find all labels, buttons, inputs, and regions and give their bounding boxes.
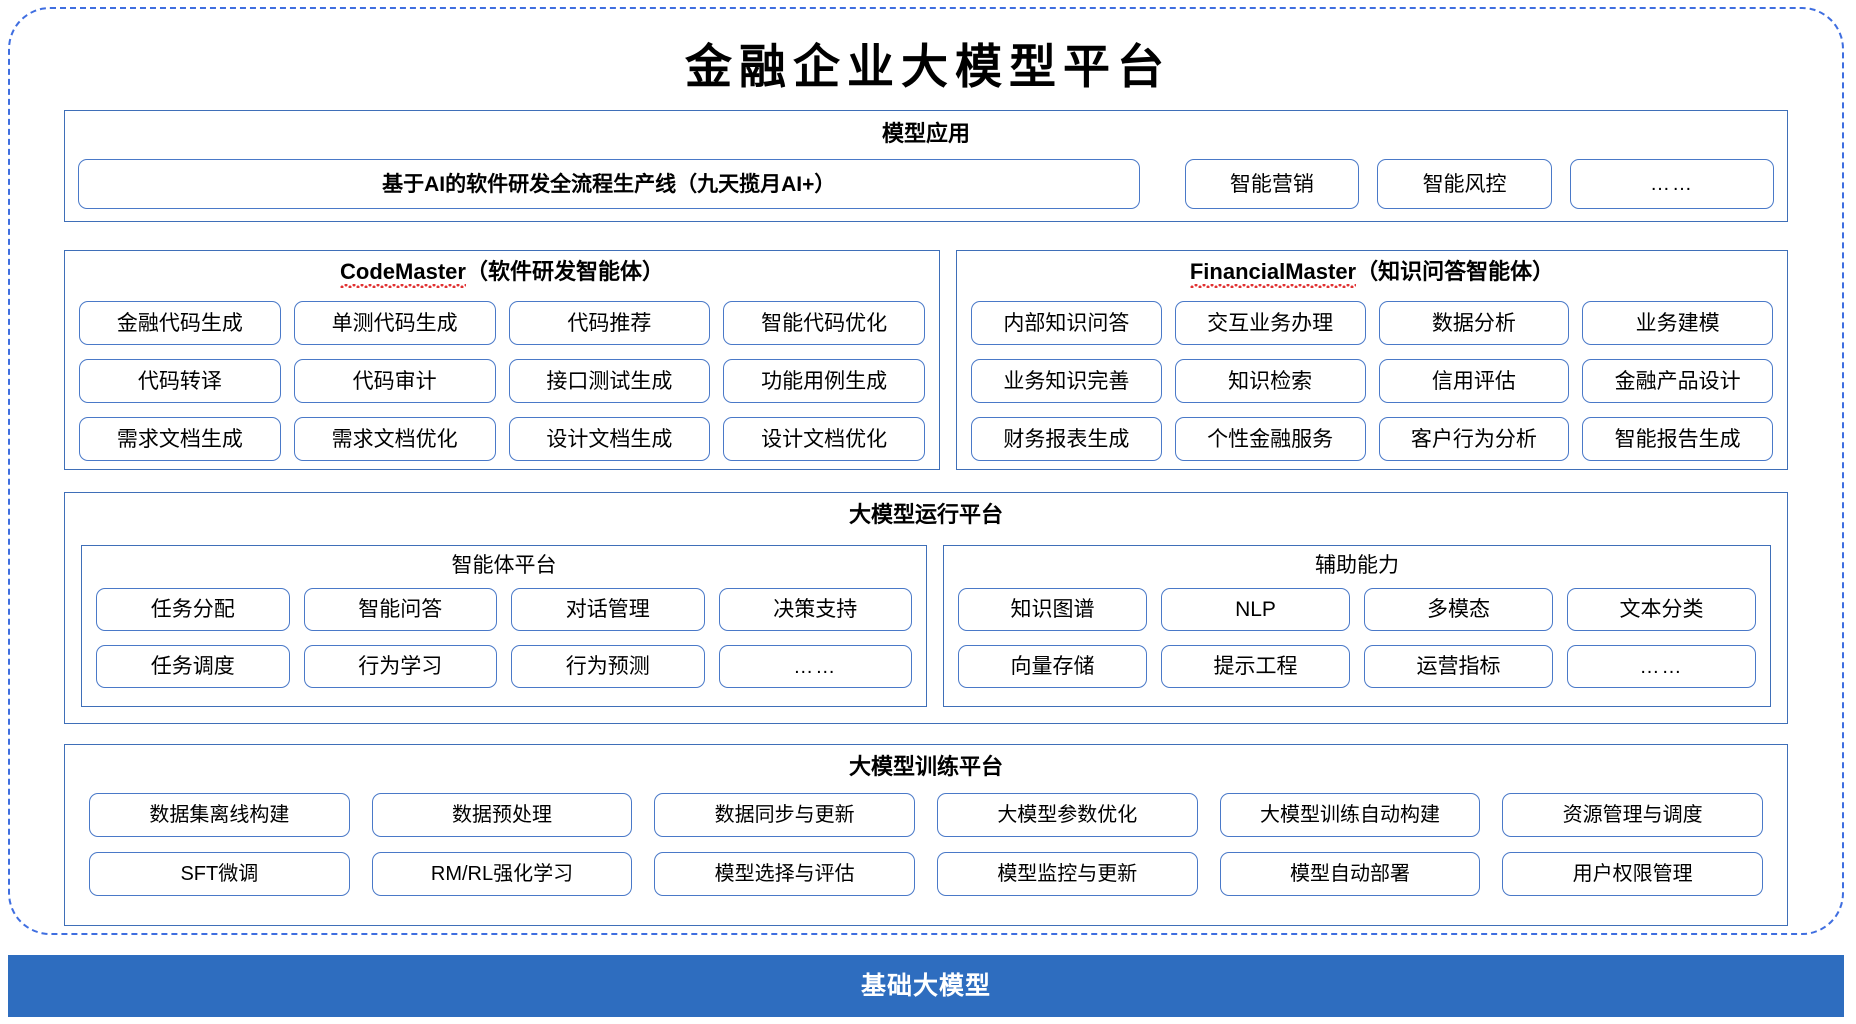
financial-master-chip-12[interactable]: 智能报告生成 [1582,417,1773,461]
training-chip-12[interactable]: 用户权限管理 [1502,852,1763,896]
training-chip-8[interactable]: RM/RL强化学习 [371,852,633,896]
section-title-training-platform: 大模型训练平台 [848,754,1003,779]
training-chip-3[interactable]: 数据同步与更新 [654,793,915,837]
financial-master-chip-2[interactable]: 交互业务办理 [1174,301,1366,345]
section-financial-master: FinancialMaster（知识问答智能体） 内部知识问答交互业务办理数据分… [956,250,1788,470]
auxiliary-chip-7[interactable]: 运营指标 [1364,645,1553,688]
spellcheck-underline-icon [340,284,466,288]
subsection-title-agent-platform: 智能体平台 [451,554,557,577]
code-master-chip-9[interactable]: 需求文档生成 [79,417,281,461]
section-title-runtime-platform: 大模型运行平台 [848,502,1003,527]
training-chip-7[interactable]: SFT微调 [89,852,350,896]
auxiliary-chip-3[interactable]: 多模态 [1364,588,1553,631]
code-master-subtitle: （软件研发智能体） [465,259,664,284]
app-chip-more[interactable]: …… [1569,159,1774,209]
section-title-model-application: 模型应用 [881,121,970,146]
code-master-chip-5[interactable]: 代码转译 [79,359,281,403]
financial-master-chip-1[interactable]: 内部知识问答 [971,301,1162,345]
training-chip-9[interactable]: 模型选择与评估 [654,852,915,896]
app-chip-primary[interactable]: 基于AI的软件研发全流程生产线（九天揽月AI+） [78,159,1140,209]
auxiliary-chip-8[interactable]: …… [1567,645,1756,688]
financial-master-chip-8[interactable]: 金融产品设计 [1582,359,1773,403]
section-title-code-master: CodeMaster（软件研发智能体） [65,259,939,288]
diagram-outer-frame [8,7,1844,935]
agent-platform-chip-3[interactable]: 对话管理 [511,588,705,631]
subsection-title-auxiliary-capability: 辅助能力 [1315,554,1399,577]
auxiliary-chip-4[interactable]: 文本分类 [1567,588,1756,631]
code-master-chip-6[interactable]: 代码审计 [293,359,496,403]
spellcheck-underline-icon [1189,284,1357,288]
financial-master-chip-6[interactable]: 知识检索 [1174,359,1366,403]
training-chip-1[interactable]: 数据集离线构建 [89,793,350,837]
agent-platform-chip-4[interactable]: 决策支持 [718,588,912,631]
section-model-runtime-platform: 大模型运行平台 智能体平台 任务分配智能问答对话管理决策支持任务调度行为学习行为… [64,492,1788,724]
financial-master-chip-7[interactable]: 信用评估 [1378,359,1570,403]
agent-platform-chip-8[interactable]: …… [718,645,912,688]
auxiliary-capability-grid: 知识图谱 NLP 多模态文本分类向量存储提示工程运营指标 …… [958,588,1756,688]
auxiliary-chip-2[interactable]: NLP [1161,588,1350,631]
agent-platform-chip-6[interactable]: 行为学习 [303,645,497,688]
financial-master-capability-grid: 内部知识问答交互业务办理数据分析业务建模业务知识完善知识检索信用评估金融产品设计… [971,301,1773,461]
app-chip-marketing[interactable]: 智能营销 [1184,159,1360,209]
code-master-chip-3[interactable]: 代码推荐 [508,301,711,345]
code-master-name: CodeMaster [340,261,466,288]
financial-master-chip-9[interactable]: 财务报表生成 [971,417,1162,461]
training-chip-6[interactable]: 资源管理与调度 [1502,793,1763,837]
subsection-agent-platform: 智能体平台 任务分配智能问答对话管理决策支持任务调度行为学习行为预测 …… [81,545,927,707]
model-application-row: 基于AI的软件研发全流程生产线（九天揽月AI+） 智能营销 智能风控 …… [78,159,1774,209]
code-master-chip-1[interactable]: 金融代码生成 [79,301,281,345]
financial-master-chip-3[interactable]: 数据分析 [1378,301,1570,345]
code-master-chip-2[interactable]: 单测代码生成 [293,301,496,345]
financial-master-subtitle: （知识问答智能体） [1356,259,1555,284]
training-platform-capability-grid: 数据集离线构建数据预处理数据同步与更新大模型参数优化大模型训练自动构建资源管理与… [89,793,1763,896]
page-title: 金融企业大模型平台 [685,42,1171,94]
code-master-chip-4[interactable]: 智能代码优化 [723,301,925,345]
foundation-model-bar: 基础大模型 [8,955,1844,1017]
agent-platform-chip-2[interactable]: 智能问答 [303,588,497,631]
auxiliary-chip-1[interactable]: 知识图谱 [958,588,1147,631]
subsection-auxiliary-capability: 辅助能力 知识图谱 NLP 多模态文本分类向量存储提示工程运营指标 …… [943,545,1771,707]
code-master-capability-grid: 金融代码生成单测代码生成代码推荐智能代码优化代码转译代码审计接口测试生成功能用例… [79,301,925,461]
section-model-training-platform: 大模型训练平台 数据集离线构建数据预处理数据同步与更新大模型参数优化大模型训练自… [64,744,1788,926]
foundation-model-label: 基础大模型 [860,971,991,1000]
financial-master-chip-11[interactable]: 客户行为分析 [1378,417,1570,461]
section-code-master: CodeMaster（软件研发智能体） 金融代码生成单测代码生成代码推荐智能代码… [64,250,940,470]
code-master-chip-10[interactable]: 需求文档优化 [293,417,496,461]
training-chip-4[interactable]: 大模型参数优化 [936,793,1198,837]
code-master-chip-12[interactable]: 设计文档优化 [723,417,925,461]
code-master-chip-11[interactable]: 设计文档生成 [508,417,711,461]
code-master-chip-8[interactable]: 功能用例生成 [723,359,925,403]
financial-master-chip-5[interactable]: 业务知识完善 [971,359,1162,403]
code-master-chip-7[interactable]: 接口测试生成 [508,359,711,403]
agent-platform-chip-5[interactable]: 任务调度 [96,645,290,688]
training-chip-11[interactable]: 模型自动部署 [1219,852,1481,896]
auxiliary-chip-6[interactable]: 提示工程 [1161,645,1350,688]
agent-platform-chip-7[interactable]: 行为预测 [511,645,705,688]
financial-master-chip-4[interactable]: 业务建模 [1582,301,1773,345]
app-chip-risk-control[interactable]: 智能风控 [1377,159,1552,209]
financial-master-chip-10[interactable]: 个性金融服务 [1174,417,1366,461]
training-chip-10[interactable]: 模型监控与更新 [936,852,1198,896]
training-chip-5[interactable]: 大模型训练自动构建 [1219,793,1481,837]
auxiliary-chip-5[interactable]: 向量存储 [958,645,1147,688]
section-title-financial-master: FinancialMaster（知识问答智能体） [957,259,1787,288]
agent-platform-chip-1[interactable]: 任务分配 [96,588,290,631]
financial-master-name: FinancialMaster [1189,261,1357,288]
section-model-application: 模型应用 基于AI的软件研发全流程生产线（九天揽月AI+） 智能营销 智能风控 … [64,110,1788,222]
agent-platform-capability-grid: 任务分配智能问答对话管理决策支持任务调度行为学习行为预测 …… [96,588,912,688]
training-chip-2[interactable]: 数据预处理 [371,793,633,837]
